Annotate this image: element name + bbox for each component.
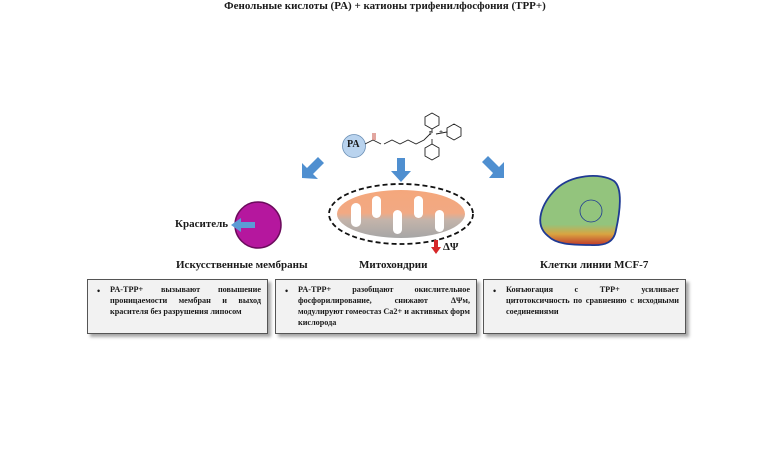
- bullet: •: [285, 286, 289, 296]
- membranes-summary-text: PA-TPP+ вызывают повышение проницаемости…: [110, 285, 261, 316]
- pa-tpp-molecule: [342, 112, 462, 161]
- delta-psi-arrow: [431, 240, 441, 254]
- arrow-to-cells: [482, 156, 504, 178]
- pa-circle: [342, 134, 366, 158]
- arrow-to-mitochondria: [391, 158, 411, 182]
- mitochondrion: [328, 183, 474, 245]
- dye-label: Краситель: [175, 218, 229, 230]
- phosphorus-symbol: P: [429, 131, 433, 137]
- cells-label: Клетки линии MCF-7: [540, 259, 649, 271]
- membranes-summary-box: • PA-TPP+ вызывают повышение проницаемос…: [87, 279, 268, 334]
- mitochondria-summary-text: PA-TPP+ разобщают окислительное фосфорил…: [298, 285, 470, 327]
- alkyl-chain: [383, 133, 431, 145]
- phenyl-ring-right: [446, 123, 462, 141]
- mitochondria-label: Митохондрии: [359, 259, 428, 271]
- membranes-label: Искусственные мембраны: [176, 259, 308, 271]
- cell-nucleus: [579, 199, 603, 223]
- phosphonium-plus: +: [439, 128, 443, 136]
- mitochondria-summary-box: • PA-TPP+ разобщают окислительное фосфор…: [275, 279, 477, 334]
- dye-release-arrow: [231, 218, 255, 232]
- arrow-to-membranes: [302, 157, 324, 179]
- pa-label: PA: [347, 139, 360, 150]
- bullet: •: [493, 286, 497, 296]
- ester-bond: [364, 139, 382, 145]
- bullet: •: [97, 286, 101, 296]
- cells-summary-box: • Конъюгация с TPP+ усиливает цитотоксич…: [483, 279, 686, 334]
- diagram-title: Фенольные кислоты (PA) + катионы трифени…: [224, 0, 546, 12]
- cells-summary-text: Конъюгация с TPP+ усиливает цитотоксично…: [506, 285, 679, 316]
- delta-psi-label: ΔΨ: [443, 241, 459, 253]
- phenyl-ring-top: [424, 112, 440, 130]
- phenyl-ring-bottom: [424, 143, 440, 161]
